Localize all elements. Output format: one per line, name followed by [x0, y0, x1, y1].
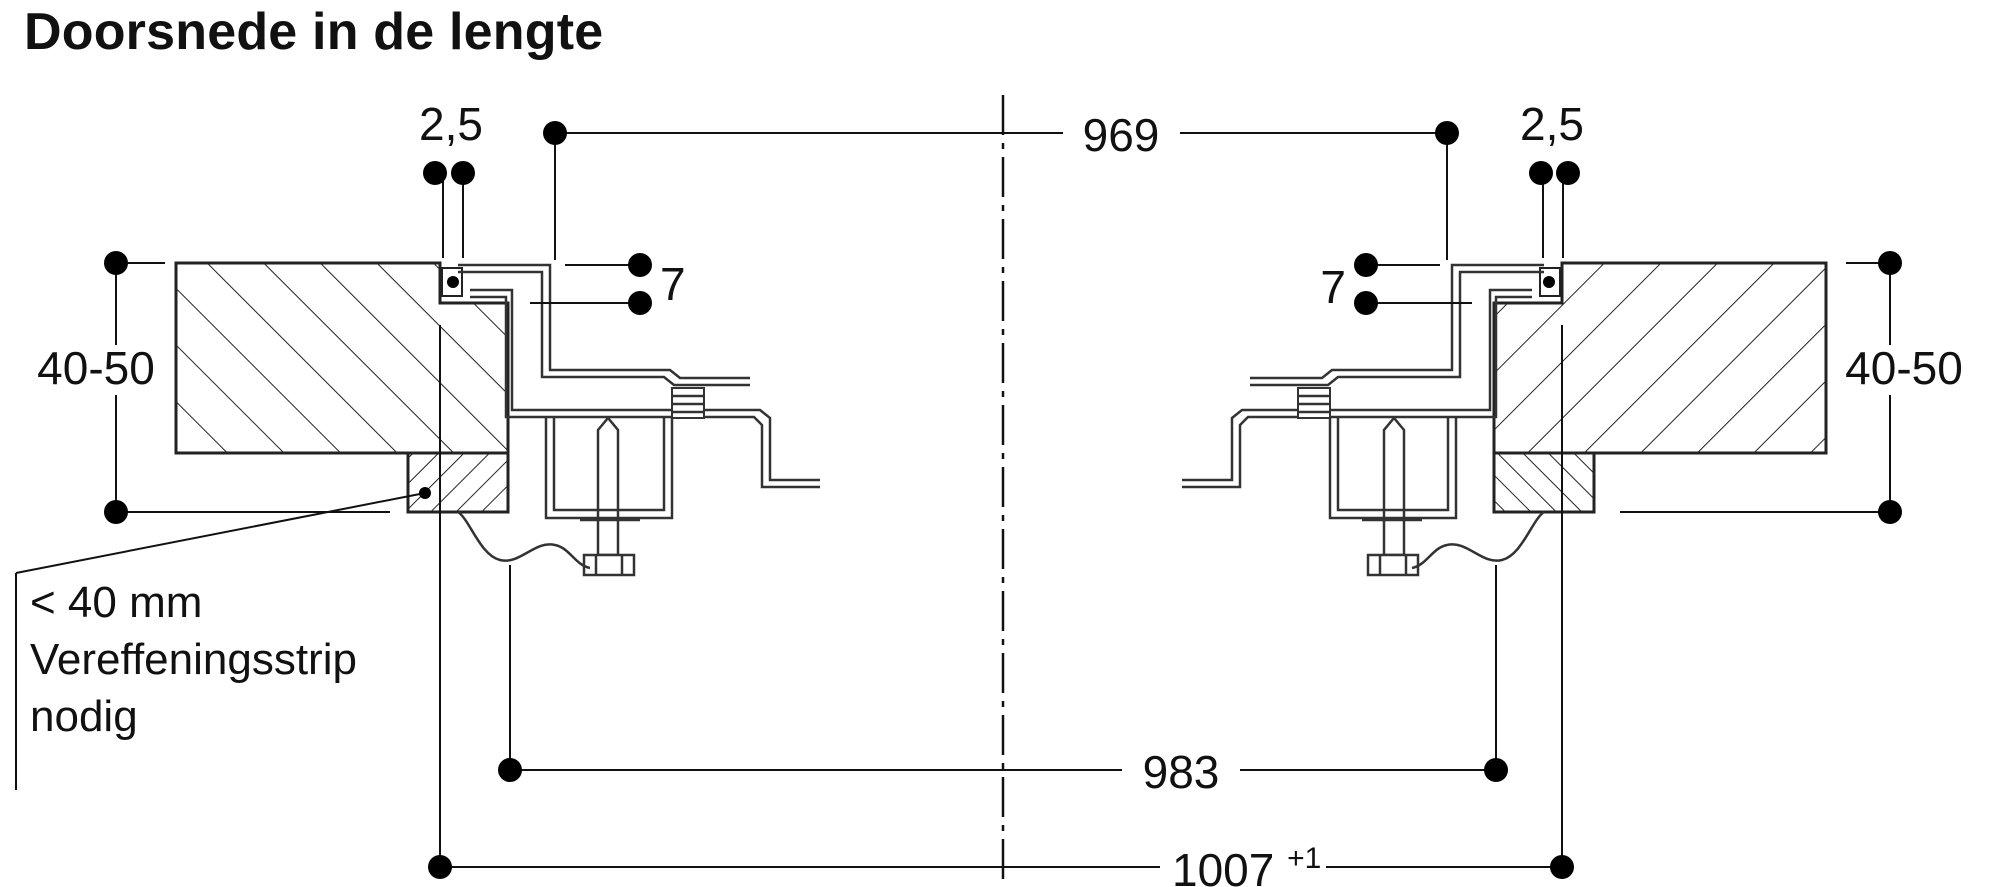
dim-thickness-left: 40-50 [37, 342, 155, 394]
dim-gap-left: 2,5 [419, 98, 483, 150]
dim-thickness-right: 40-50 [1845, 342, 1963, 394]
note-line-2: Vereffeningsstrip [30, 635, 357, 684]
worktop-left [174, 261, 510, 455]
worktop-right [1492, 261, 1828, 455]
levelling-strip-right [1492, 451, 1596, 514]
dim-cutout: 1007 +1 [1172, 842, 1321, 887]
note-line-1: < 40 mm [30, 578, 202, 627]
note-line-3: nodig [30, 692, 138, 741]
dim-step-right: 7 [1320, 261, 1346, 313]
right-section [1180, 121, 1902, 879]
dim-cutout-base: 1007 [1172, 844, 1274, 887]
dim-cutout-tolerance: +1 [1287, 842, 1321, 875]
levelling-strip-left [406, 451, 510, 514]
dim-bottom-span: 983 [1143, 746, 1220, 798]
left-section [15, 121, 1160, 879]
page-title: Doorsnede in de lengte [24, 3, 604, 61]
dim-top-span: 969 [1083, 109, 1160, 161]
dim-step-left: 7 [660, 258, 686, 310]
dim-gap-right: 2,5 [1520, 98, 1584, 150]
